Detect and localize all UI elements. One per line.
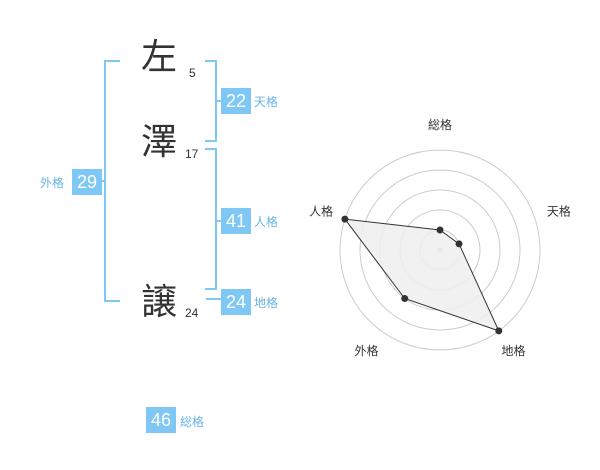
radar-axis-label-5: 人格 — [309, 203, 333, 218]
gaikaku-value: 29 — [72, 169, 102, 195]
gaikaku-label: 外格 — [40, 176, 65, 190]
radar-axis-label-2: 天格 — [547, 203, 571, 218]
jinkaku-bracket — [205, 148, 217, 290]
tenkaku-connector — [215, 100, 221, 102]
name-char-2: 澤 — [141, 122, 178, 163]
radar-area — [343, 218, 500, 332]
soukaku-value: 46 — [146, 407, 176, 433]
name-char-3-strokes: 24 — [185, 306, 199, 320]
tenkaku-value: 22 — [221, 88, 251, 114]
radar-point-4 — [401, 295, 409, 303]
radar-ring — [339, 149, 541, 351]
gaikaku-bracket — [104, 60, 120, 302]
radar-series-polygon — [343, 218, 500, 332]
name-char-1-strokes: 5 — [189, 66, 196, 80]
chikaku-connector — [206, 298, 221, 300]
name-char-2-strokes: 17 — [185, 147, 199, 161]
radar-axis-label-1: 総格 — [428, 117, 452, 132]
radar-point-1 — [436, 226, 444, 234]
soukaku-label: 総格 — [180, 415, 205, 429]
radar-point-3 — [495, 327, 503, 335]
jinkaku-connector — [215, 220, 221, 222]
radar-axis-label-4: 外格 — [355, 343, 379, 358]
chikaku-label: 地格 — [254, 296, 279, 310]
name-char-1: 左 — [141, 37, 178, 78]
radar-ring — [359, 169, 521, 331]
chikaku-value: 24 — [221, 289, 251, 315]
radar-point-5 — [341, 215, 349, 223]
jinkaku-value: 41 — [221, 208, 251, 234]
tenkaku-label: 天格 — [254, 95, 279, 109]
radar-points — [341, 215, 503, 335]
radar-axis-label-3: 地格 — [501, 343, 525, 358]
name-char-3: 譲 — [141, 282, 178, 323]
radar-point-2 — [455, 240, 463, 248]
jinkaku-label: 人格 — [254, 215, 279, 229]
